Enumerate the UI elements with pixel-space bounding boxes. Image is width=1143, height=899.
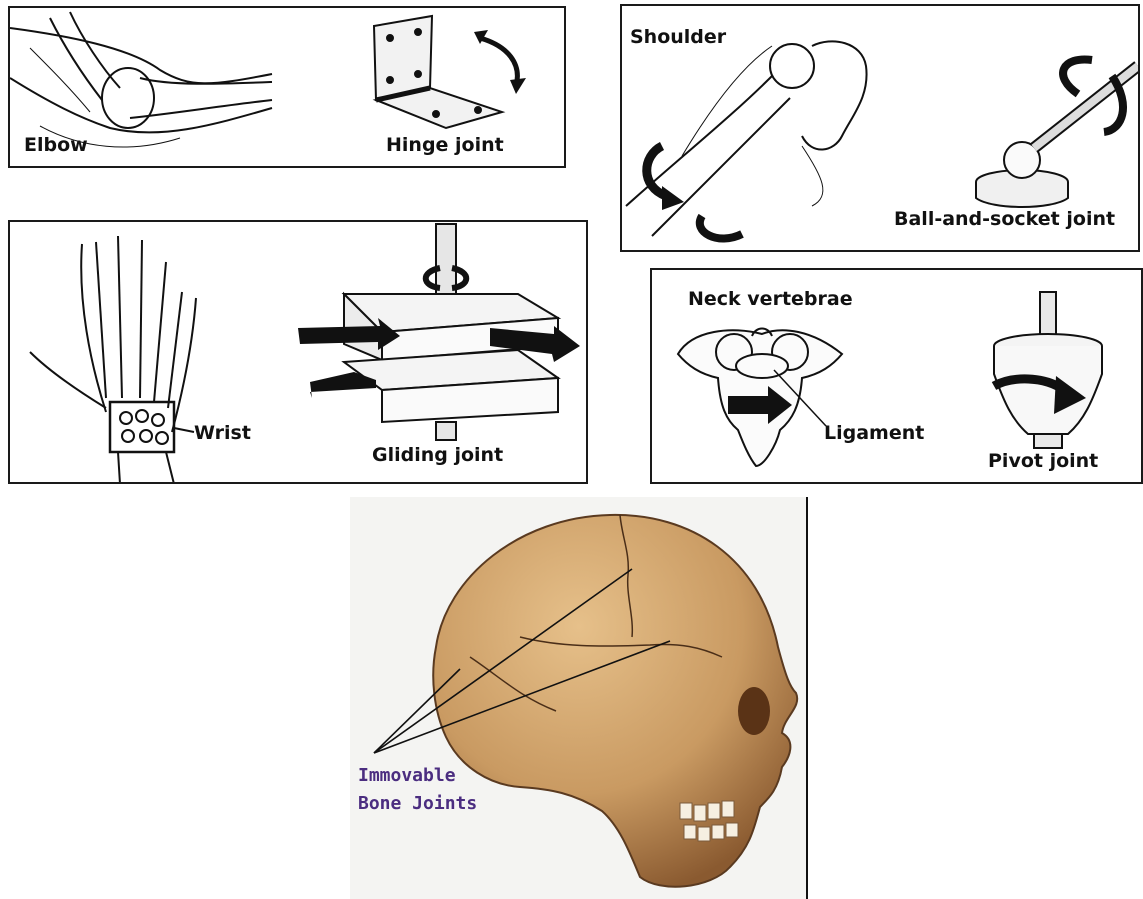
skull-immovable-panel: Immovable Bone Joints <box>350 497 808 899</box>
bone-joints-label: Bone Joints <box>358 791 477 817</box>
hinge-joint-label: Hinge joint <box>386 134 504 156</box>
skull-illustration <box>350 497 808 899</box>
neck-vertebrae-label: Neck vertebrae <box>688 288 853 310</box>
wrist-label: Wrist <box>194 422 251 444</box>
pivot-joint-drawing <box>994 292 1102 448</box>
elbow-label: Elbow <box>24 134 88 156</box>
skull-eye-socket <box>738 687 770 735</box>
wrist-gliding-panel: Wrist Gliding joint <box>8 220 588 484</box>
hand-skeleton-drawing <box>30 236 196 484</box>
elbow-drawing <box>10 12 272 147</box>
ligament-label: Ligament <box>824 422 924 444</box>
ball-and-socket-joint-label: Ball-and-socket joint <box>894 208 1115 230</box>
elbow-hinge-panel: Elbow Hinge joint <box>8 6 566 168</box>
shoulder-ball-socket-panel: Shoulder Ball-and-socket joint <box>620 4 1140 252</box>
skull-panel-edge <box>806 497 808 899</box>
pivot-joint-label: Pivot joint <box>988 450 1098 472</box>
immovable-label: Immovable <box>358 763 456 789</box>
rotation-arrow-icon <box>474 30 526 94</box>
gliding-joint-label: Gliding joint <box>372 444 503 466</box>
neck-pivot-panel: Neck vertebrae Ligament Pivot joint <box>650 268 1143 484</box>
shoulder-label: Shoulder <box>630 26 726 48</box>
ball-and-socket-drawing <box>976 66 1138 207</box>
